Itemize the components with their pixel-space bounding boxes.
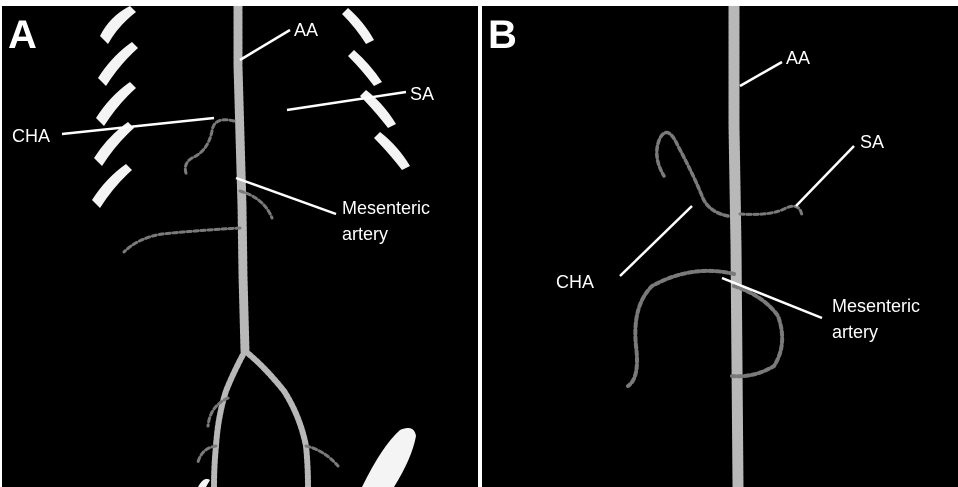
cha-label-a: CHA (12, 126, 50, 146)
pelvic-bone-right (362, 428, 416, 487)
iliac-right (245, 351, 308, 487)
panel-b: B AA SA CHA Mesenteric artery (482, 6, 958, 487)
splenic-vessel (740, 206, 802, 216)
rib-right-1 (342, 8, 374, 44)
ribs-right (342, 8, 410, 170)
panel-b-letter: B (488, 13, 517, 57)
rib-right-2 (348, 50, 382, 86)
rib-left-2 (98, 42, 138, 86)
mesenteric-branch-left (124, 228, 240, 252)
sa-leader-a (287, 92, 406, 110)
panel-a: A AA SA CHA Mesenteric artery (2, 6, 478, 487)
mesenteric-label-a-line2: artery (342, 224, 388, 244)
cha-leader-a (62, 118, 214, 134)
mesenteric-vessel (628, 271, 782, 386)
panel-b-image: B AA SA CHA Mesenteric artery (482, 6, 958, 487)
panel-a-image: A AA SA CHA Mesenteric artery (2, 6, 478, 487)
cha-label-b: CHA (556, 272, 594, 292)
iliac-left (214, 351, 245, 487)
mesenteric-label-b-line1: Mesenteric (832, 296, 920, 316)
mesenteric-label-b-line2: artery (832, 322, 878, 342)
sa-label-a: SA (410, 84, 434, 104)
rib-left-1 (100, 6, 136, 44)
rib-left-3 (96, 82, 136, 126)
pelvic-bone-left (198, 479, 210, 487)
aa-label-a: AA (294, 20, 318, 40)
aa-label-b: AA (786, 48, 810, 68)
aorta (734, 6, 738, 487)
sa-label-b: SA (860, 132, 884, 152)
celiac-branch (185, 120, 234, 176)
cha-leader-b (620, 206, 692, 276)
rib-left-5 (92, 164, 132, 208)
aa-leader-a (240, 30, 290, 60)
panel-a-letter: A (8, 13, 37, 57)
rib-right-4 (374, 132, 410, 170)
mesenteric-label-a-line1: Mesenteric (342, 198, 430, 218)
ribs-left (92, 6, 138, 208)
sa-leader-b (796, 146, 854, 206)
aa-leader-b (740, 62, 782, 86)
cha-vessel (657, 133, 728, 216)
